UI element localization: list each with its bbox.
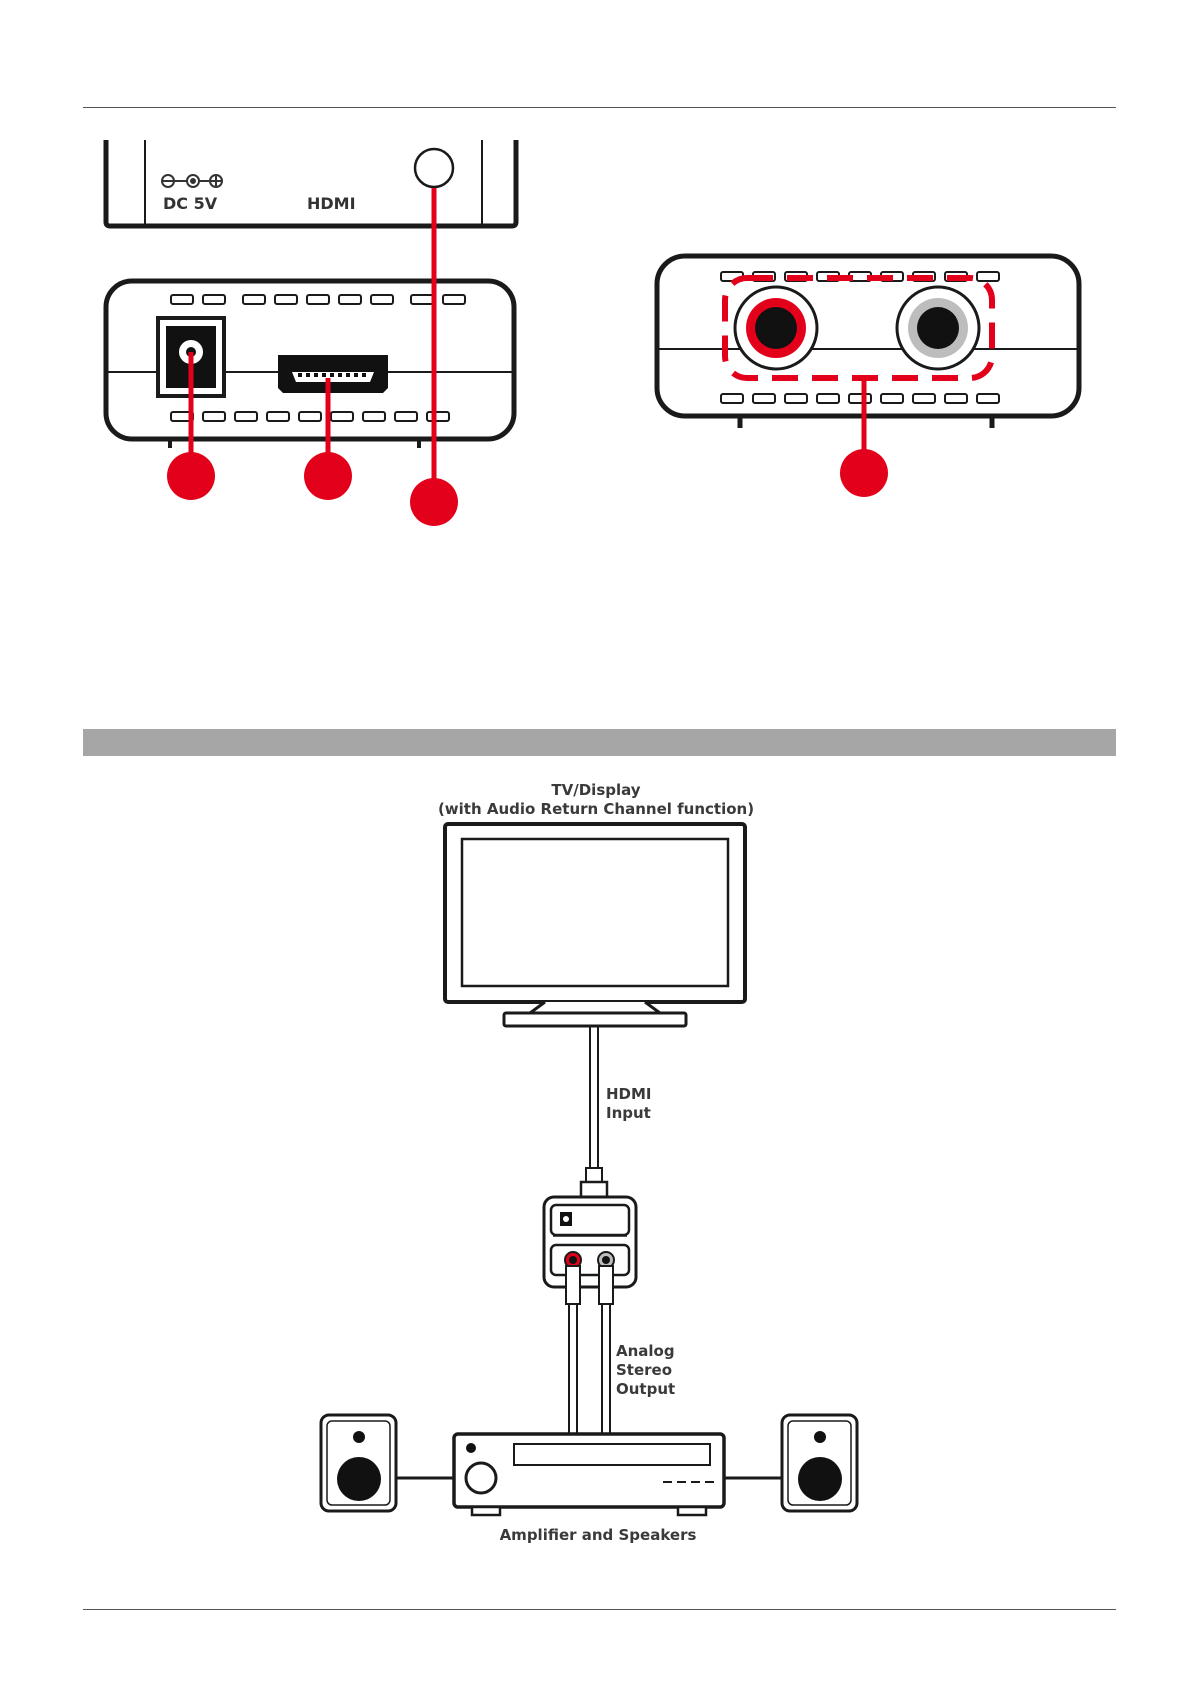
- hdmi-input-label-line1: HDMI: [606, 1085, 652, 1103]
- amplifier-icon: [454, 1434, 724, 1515]
- tv-display-icon: [445, 824, 745, 1026]
- audio-output-label-line1: Analog: [616, 1342, 675, 1360]
- audio-output-label-line3: Output: [616, 1380, 675, 1398]
- tv-title-line2: (with Audio Return Channel function): [438, 800, 754, 818]
- converter-device-icon: [544, 1197, 636, 1287]
- tv-title-line1: TV/Display: [551, 781, 640, 799]
- connection-diagram: TV/Display (with Audio Return Channel fu…: [0, 0, 1191, 1600]
- right-speaker-icon: [782, 1415, 857, 1511]
- rca-cables: [566, 1266, 613, 1434]
- hdmi-input-label-line2: Input: [606, 1104, 651, 1122]
- left-speaker-icon: [321, 1415, 396, 1511]
- amplifier-label: Amplifier and Speakers: [500, 1526, 697, 1544]
- audio-output-label-line2: Stereo: [616, 1361, 672, 1379]
- footer-rule: [83, 1609, 1116, 1610]
